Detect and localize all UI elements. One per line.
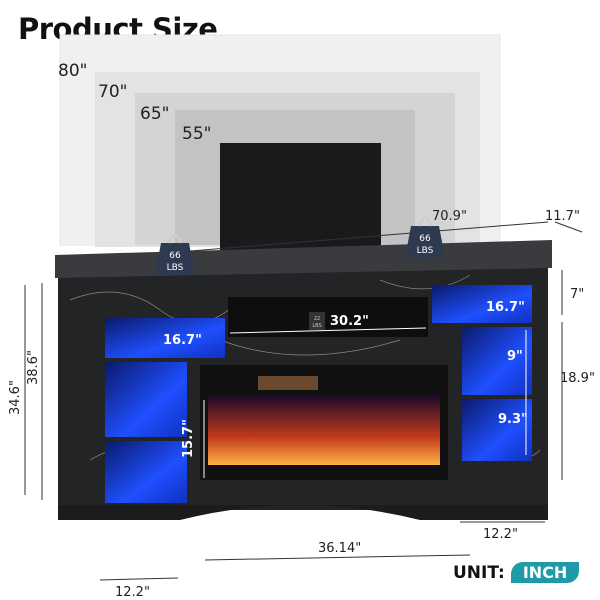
unit-value: INCH [510, 562, 580, 583]
svg-text:22: 22 [314, 316, 320, 322]
svg-text:66: 66 [419, 234, 431, 244]
unit-label: UNIT: [453, 562, 505, 583]
dim-width: 70.9" [432, 209, 467, 224]
dim-center-shelf: 30.2" [330, 314, 369, 329]
tv-label-55: 55" [182, 124, 211, 144]
svg-text:LBS: LBS [167, 263, 184, 273]
weight-icon-left: 66 LBS [155, 233, 195, 275]
dim-height-total: 38.6" [26, 350, 41, 385]
dim-side-lower: 9.3" [498, 412, 528, 427]
tv-label-65: 65" [140, 104, 169, 124]
dim-shelf-left: 16.7" [163, 333, 202, 348]
shelf-right-top [432, 285, 532, 323]
dim-cabinet-right: 12.2" [483, 527, 518, 542]
dim-top-shelf-height: 7" [570, 287, 584, 302]
tv-label-70: 70" [98, 82, 127, 102]
dim-height-body: 34.6" [8, 380, 23, 415]
dim-side-upper: 9" [507, 349, 523, 364]
dim-fireplace-height: 15.7" [181, 419, 196, 458]
unit-indicator: UNIT: INCH [453, 562, 580, 583]
svg-text:LBS: LBS [312, 323, 321, 329]
dim-fireplace-width: 36.14" [318, 541, 361, 556]
tv [220, 143, 381, 251]
dim-depth: 11.7" [545, 209, 580, 224]
shelf-right-1 [462, 327, 532, 395]
shelf-right-2 [462, 399, 532, 461]
shelf-left-1 [105, 362, 187, 437]
shelf-left-2 [105, 441, 187, 503]
tv-label-80: 80" [58, 61, 87, 81]
shelf-left-top [105, 318, 225, 358]
weight-icon-right: 66 LBS [405, 216, 445, 258]
dim-cabinet-left: 12.2" [115, 585, 150, 600]
dim-shelf-right: 16.7" [486, 300, 525, 315]
svg-text:LBS: LBS [417, 246, 434, 256]
dim-side-height: 18.9" [560, 371, 595, 386]
weight-icon-center: 22 LBS [309, 312, 325, 330]
svg-text:66: 66 [169, 251, 181, 261]
